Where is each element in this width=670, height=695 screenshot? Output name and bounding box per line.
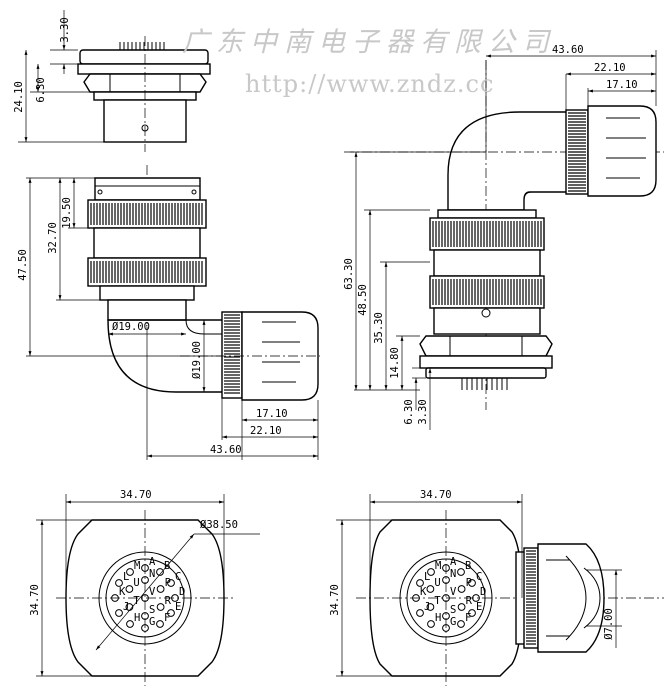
dim-48-50: 48.50: [357, 284, 369, 316]
pin-letter: P: [165, 577, 171, 589]
contact-pin: [442, 576, 450, 584]
pin-letter: N: [149, 568, 155, 580]
pin-letter: G: [149, 616, 155, 628]
pin-letter: F: [164, 612, 170, 624]
dim-34-70-bl-side: 34.70: [29, 584, 41, 616]
contact-pin: [457, 585, 466, 593]
pin-letter: B: [465, 560, 471, 572]
dim-22-10-right: 22.10: [594, 62, 626, 74]
contact-pin: [442, 612, 450, 620]
pin-letter: A: [450, 556, 457, 568]
contact-pin: [472, 594, 480, 602]
knurl-ring-lower: [90, 261, 203, 283]
dim-22-10-left: 22.10: [250, 425, 282, 437]
dim-6-30-right: 6.30: [403, 399, 415, 424]
pin-letter: E: [175, 601, 181, 613]
dim-63-30: 63.30: [343, 258, 355, 290]
pin-letter: H: [435, 612, 441, 624]
dim-47-50: 47.50: [17, 249, 29, 281]
view-top-left-receptacle: 3.30 6.30 24.10: [13, 10, 211, 152]
contact-pin: [426, 603, 435, 611]
pin-letter: U: [434, 577, 440, 589]
contact-pin: [442, 564, 450, 572]
dim-34-70-br-side: 34.70: [329, 584, 341, 616]
pin-letter: D: [480, 586, 486, 598]
contact-pin: [427, 620, 435, 628]
contact-pin: [457, 620, 465, 628]
pin-letter: D: [179, 586, 185, 598]
watermark-url: http://www.zndz.cc: [245, 70, 495, 98]
dim-43-60-right: 43.60: [552, 44, 584, 56]
pin-letter: L: [123, 571, 129, 583]
pin-letter: V: [149, 586, 156, 598]
pin-letter: S: [149, 604, 155, 616]
contact-pin: [457, 568, 465, 576]
dim-dia19-vertical: Ø19.00: [191, 341, 203, 379]
contact-pin: [468, 609, 476, 617]
knurl-ring-upper: [90, 203, 203, 225]
dim-dia38-50: Ø38.50: [200, 519, 238, 531]
pin-letter: C: [476, 571, 482, 583]
knurl-ring-coupling: [224, 314, 240, 394]
contact-pin: [426, 585, 435, 593]
pin-letter: M: [435, 560, 441, 572]
dim-3-30-right: 3.30: [417, 399, 429, 424]
pin-letter: L: [424, 571, 430, 583]
knurl-ring-side: [526, 550, 536, 645]
pin-letter: R: [466, 595, 473, 607]
dim-3-30-top: 3.30: [59, 17, 71, 42]
dim-34-70-br-top: 34.70: [420, 489, 452, 501]
dim-43-60-left: 43.60: [210, 444, 242, 456]
dim-17-10-right: 17.10: [606, 79, 638, 91]
pin-letter: K: [420, 586, 427, 598]
pin-letter: T: [434, 595, 441, 607]
pin-letter: A: [149, 556, 156, 568]
dim-34-70-bl-top: 34.70: [120, 489, 152, 501]
pin-letter: U: [133, 577, 139, 589]
contact-pin: [442, 594, 450, 602]
pin-letter: M: [134, 560, 140, 572]
pin-letter: T: [133, 595, 140, 607]
pin-letter: K: [119, 586, 126, 598]
dim-32-70: 32.70: [47, 222, 59, 254]
dim-14-80: 14.80: [389, 347, 401, 379]
contact-pin: [457, 603, 466, 611]
pin-letter: H: [134, 612, 140, 624]
contact-pin: [416, 609, 424, 617]
contact-pin: [416, 579, 424, 587]
pin-letter: N: [450, 568, 456, 580]
watermark-company: 广东中南电子器有限公司: [182, 27, 556, 58]
pin-letter: P: [466, 577, 472, 589]
dim-35-30: 35.30: [373, 312, 385, 344]
dim-dia19-horizontal: Ø19.00: [112, 321, 150, 333]
pin-letter: R: [165, 595, 172, 607]
pin-letter: S: [450, 604, 456, 616]
contact-pin: [468, 579, 476, 587]
knurl-ring-right-lower: [432, 279, 542, 305]
dim-24-10: 24.10: [13, 81, 25, 113]
pin-letter: E: [476, 601, 482, 613]
contact-pin: [427, 568, 435, 576]
contact-pin: [412, 594, 420, 602]
pin-letter: C: [175, 571, 181, 583]
pin-letter: V: [450, 586, 457, 598]
dim-19-50: 19.50: [61, 197, 73, 229]
dim-dia7-00: Ø7.00: [603, 608, 615, 640]
view-right-assembly: 63.30 48.50 35.30 14.80 6.30 3.30 43.60 …: [343, 44, 664, 430]
knurl-ring-right-upper: [432, 221, 542, 247]
pin-letter: G: [450, 616, 456, 628]
contact-pin: [442, 624, 450, 632]
view-middle-left-plug: 19.50 32.70 47.50 Ø19.00 Ø19.00 17.10 22…: [17, 165, 320, 460]
dim-17-10-left: 17.10: [256, 408, 288, 420]
knurl-ring-right-coupling: [568, 112, 586, 192]
dim-6-30-top: 6.30: [35, 77, 47, 102]
pin-letter: F: [465, 612, 471, 624]
